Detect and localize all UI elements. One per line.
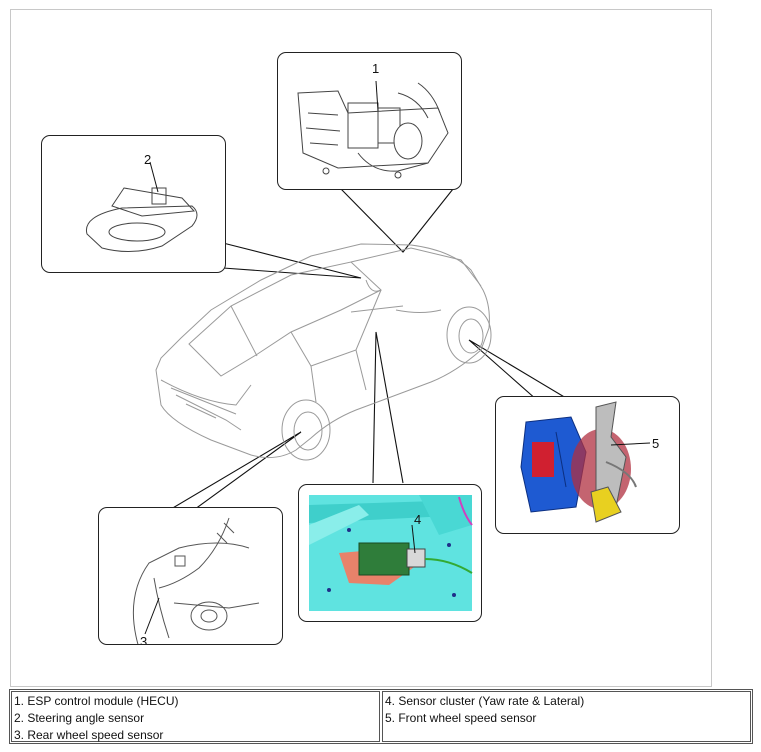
legend-item: 4. Sensor cluster (Yaw rate & Lateral) (385, 694, 585, 708)
legend-item: 3. Rear wheel speed sensor (14, 728, 164, 742)
callout-number-1: 1 (372, 61, 380, 76)
callout-front-wheel-sensor: 5 (495, 396, 680, 534)
leader-lines (165, 188, 567, 513)
car-illustration (155, 243, 492, 461)
legend-table: 1. ESP control module (HECU) 2. Steering… (9, 689, 753, 744)
steering-sensor-drawing (85, 161, 198, 252)
callout-esp-module: 1 (277, 52, 462, 190)
leader-4 (372, 331, 404, 484)
leader-3 (165, 431, 302, 513)
legend-column-right: 4. Sensor cluster (Yaw rate & Lateral) 5… (382, 691, 751, 742)
callout-number-5: 5 (652, 436, 660, 451)
callout-number-3: 3 (140, 634, 148, 645)
leader-1 (340, 188, 454, 253)
legend-item: 5. Front wheel speed sensor (385, 711, 537, 725)
legend-column-left: 1. ESP control module (HECU) 2. Steering… (11, 691, 380, 742)
callout-sensor-cluster: 4 (298, 484, 482, 622)
callout-number-2: 2 (144, 152, 152, 167)
leader-2 (222, 242, 362, 279)
callout-steering-sensor: 2 (41, 135, 226, 273)
legend-item: 1. ESP control module (HECU) (14, 694, 179, 708)
esp-module-drawing (297, 80, 449, 179)
callout-rear-wheel-sensor: 3 (98, 507, 283, 645)
diagram-figure: 1 2 (10, 9, 712, 687)
front-wheel-drawing (520, 401, 651, 523)
callout-number-4: 4 (414, 512, 422, 527)
legend-item: 2. Steering angle sensor (14, 711, 145, 725)
rear-wheel-drawing (132, 517, 260, 644)
sensor-cluster-drawing (309, 495, 473, 611)
leader-5 (468, 339, 567, 409)
